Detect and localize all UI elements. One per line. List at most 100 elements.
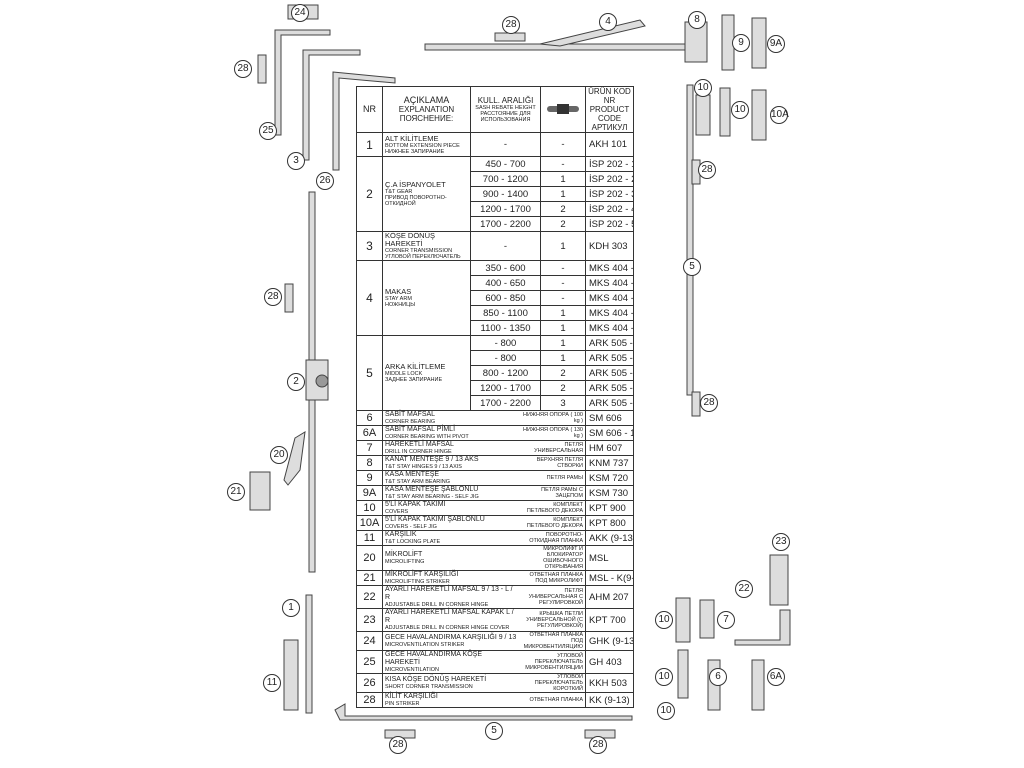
row-code: İSP 202 - 1 (585, 156, 634, 172)
part-1-bottom-piece (305, 594, 313, 714)
row-russian: ОТВЕТНАЯ ПЛАНКА ПОД МИКРОЛИФТ (529, 572, 583, 584)
row-russian: МИКРОЛИФТ И БЛОКИРАТОР ОШИБОЧНОГО ОТКРЫВ… (543, 546, 583, 570)
row-russian: ПЕТЛЯ РАМЫ С ЗАЦЕПОМ (541, 487, 583, 499)
part-3-corner (302, 49, 361, 161)
part-callout: 7 (717, 611, 735, 629)
row-nr: 6A (356, 425, 383, 441)
row-english: CORNER BEARING (385, 419, 436, 425)
part-callout: 3 (287, 152, 305, 170)
part-callout: 28 (502, 16, 520, 34)
row-russian: УГЛОВОЙ ПЕРЕКЛЮЧАТЕЛЬ КОРОТКИЙ (534, 674, 583, 692)
row-english: COVERS - SELF JIG (385, 524, 437, 530)
row-title: KANAT MENTEŞE 9 / 13 AKS (385, 456, 479, 463)
row-english: MICROLIFTING STRIKER (385, 579, 450, 585)
row-russian: КОМПЛЕКТ ПЕТЛЕВОГО ДЕКОРА (526, 502, 583, 514)
row-russian: ОТВЕТНАЯ ПЛАНКА ПОД МИКРОВЕНТИЛЯЦИЮ (523, 632, 583, 650)
part-callout: 6A (767, 668, 785, 686)
row-quantity: - (540, 260, 586, 276)
part-callout: 21 (227, 483, 245, 501)
part-6a-bearing (751, 659, 765, 711)
row-code: MKS 404 - 01 (585, 275, 634, 291)
part-21-striker (249, 471, 271, 511)
row-nr: 8 (356, 455, 383, 471)
row-code: ARK 505 - 3 (585, 395, 634, 411)
row-quantity: 3 (540, 395, 586, 411)
header-nr: NR (356, 86, 383, 133)
table-row: 400 - 650-MKS 404 - 01 (357, 275, 634, 291)
row-quantity: - (540, 275, 586, 291)
part-4-stay-arm-link (539, 19, 646, 47)
row-russian: КРЫШКА ПЕТЛИ УНИВЕРСАЛЬНОЙ (С РЕГУЛИРОВК… (526, 611, 583, 629)
bottom-corner-bar (334, 703, 633, 721)
part-callout: 5 (485, 722, 503, 740)
row-english: ADJUSTABLE DRILL IN CORNER HINGE (385, 602, 489, 608)
row-nr: 4 (356, 260, 383, 336)
row-code: MKS 404 - 02 (585, 290, 634, 306)
row-quantity: 2 (540, 365, 586, 381)
row-code: KSM 730 (585, 485, 634, 501)
row-code: ARK 505 - 0.2 (585, 350, 634, 366)
row-title: KISA KÖŞE DÖNÜŞ HAREKETİ (385, 676, 487, 683)
row-nr: 24 (356, 631, 383, 651)
part-callout: 11 (263, 674, 281, 692)
row-title: GECE HAVALANDIRMA KÖŞE HAREKETİ (385, 651, 482, 666)
row-nr: 9 (356, 470, 383, 486)
row-title: KİLİT KARŞILIĞI (385, 693, 438, 700)
row-nr: 9A (356, 485, 383, 501)
row-title: KARŞILIK (385, 531, 417, 538)
part-callout: 10 (731, 101, 749, 119)
part-callout: 23 (772, 533, 790, 551)
row-range: 1100 - 1350 (470, 320, 541, 336)
part-callout: 24 (291, 4, 309, 22)
row-code: MSL - K(9-13) (585, 570, 634, 586)
row-quantity: 1 (540, 320, 586, 336)
row-range: 450 - 700 (470, 156, 541, 172)
part-10a-cover (751, 89, 767, 141)
row-range: 1200 - 1700 (470, 201, 541, 217)
part-callout: 28 (264, 288, 282, 306)
row-quantity: 1 (540, 350, 586, 366)
part-callout: 10 (694, 79, 712, 97)
part-20-microlift (283, 431, 306, 486)
row-code: KPT 700 (585, 608, 634, 632)
part-9a-bearing (751, 17, 767, 69)
row-english: DRILL IN CORNER HINGE (385, 449, 452, 455)
part-10-cover-c (675, 597, 691, 643)
row-code: KPT 900 (585, 500, 634, 516)
row-nr: 28 (356, 692, 383, 708)
row-nr: 20 (356, 545, 383, 571)
part-callout: 10 (655, 611, 673, 629)
row-nr: 7 (356, 440, 383, 456)
part-10-cover (695, 94, 711, 136)
part-callout: 1 (282, 599, 300, 617)
row-code: MSL (585, 545, 634, 571)
part-28-striker-right-b (691, 391, 701, 417)
row-quantity: 1 (540, 171, 586, 187)
row-quantity: 1 (540, 231, 586, 261)
row-russian: ПОВОРОТНО-ОТКИДНАЯ ПЛАНКА (529, 532, 583, 544)
row-english: T&T LOCKING PLATE (385, 539, 441, 545)
part-callout: 28 (389, 736, 407, 754)
row-english: MICROLIFTING (385, 559, 425, 565)
